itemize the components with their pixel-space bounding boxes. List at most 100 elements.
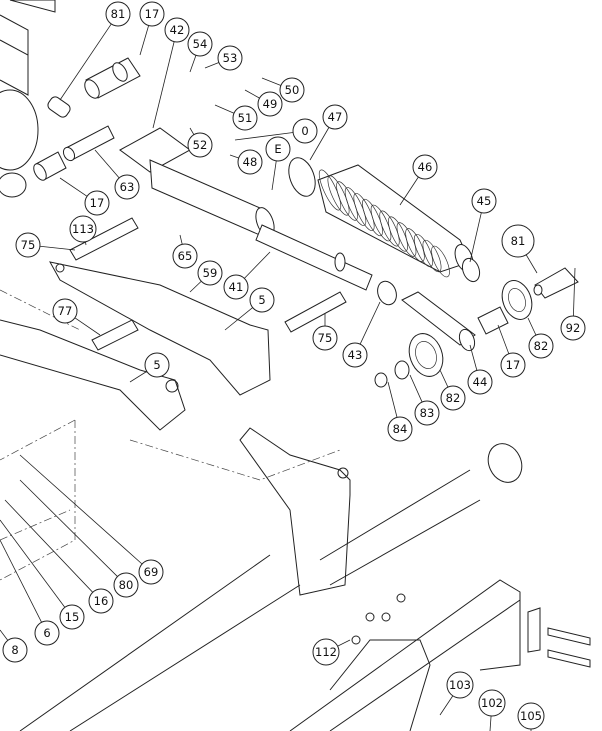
callout-circle <box>88 588 114 614</box>
callout-17: 17 <box>139 1 165 56</box>
hidden-line <box>129 439 341 481</box>
callout-label: 82 <box>534 339 549 353</box>
callout-circle <box>59 604 85 630</box>
callout-0: 0 <box>234 118 318 144</box>
callout-47: 47 <box>309 104 348 161</box>
callout-81: 81 <box>501 224 538 274</box>
callout-81: 81 <box>59 1 131 101</box>
callout-circle <box>387 416 413 442</box>
callout-82: 82 <box>527 317 554 359</box>
leader-line <box>0 539 42 623</box>
callout-105: 105 <box>517 702 545 731</box>
callout-50: 50 <box>261 77 305 103</box>
callout-label: 103 <box>449 678 471 692</box>
callout-circle <box>187 31 213 57</box>
leader-line <box>469 344 478 371</box>
callout-15: 15 <box>0 519 85 630</box>
callout-5: 5 <box>129 352 170 383</box>
leader-line <box>497 324 510 354</box>
callout-103: 103 <box>439 671 474 716</box>
callout-label: 47 <box>328 110 343 124</box>
callout-circle <box>279 77 305 103</box>
callout-label: 105 <box>520 709 542 723</box>
callout-label: 63 <box>120 180 135 194</box>
callout-label: 48 <box>243 155 258 169</box>
boot-rib <box>327 175 350 216</box>
leader-line <box>189 280 202 293</box>
nut-84 <box>374 372 388 388</box>
callout-circle <box>560 315 586 341</box>
callout-label: 51 <box>238 111 253 125</box>
callout-51: 51 <box>214 104 258 131</box>
callout-label: 69 <box>144 565 159 579</box>
callout-46: 46 <box>399 154 438 206</box>
callout-label: 0 <box>301 124 308 138</box>
leader-line <box>229 154 239 159</box>
callout-label: E <box>274 142 281 156</box>
callout-label: 54 <box>193 37 208 51</box>
callout-113: 113 <box>69 215 97 246</box>
callout-label: 83 <box>420 406 435 420</box>
nut-43 <box>377 280 397 306</box>
callout-circle <box>69 215 97 243</box>
pin-75-left <box>69 217 139 261</box>
leader-line <box>409 374 423 403</box>
callout-41: 41 <box>223 251 271 300</box>
pin-75-right <box>284 291 347 333</box>
callout-circle <box>414 400 440 426</box>
highlight-ring <box>501 224 535 258</box>
leader-line <box>189 127 195 135</box>
leader-line <box>336 639 351 647</box>
leader-line <box>214 104 235 114</box>
callout-circle <box>197 260 223 286</box>
boot-rib <box>388 216 408 252</box>
leader-line <box>189 55 197 73</box>
callout-circle <box>478 689 506 717</box>
callout-84: 84 <box>387 381 413 442</box>
callout-label: 5 <box>153 358 160 372</box>
callout-label: 112 <box>315 645 337 659</box>
boot-rib <box>370 204 392 242</box>
callout-circle <box>500 352 526 378</box>
callout-circle <box>15 232 41 258</box>
boot-rib <box>362 198 383 237</box>
callout-label: 92 <box>566 321 581 335</box>
leader-line <box>152 41 175 129</box>
callout-6: 6 <box>0 539 60 646</box>
leader-line <box>39 245 76 251</box>
leader-line <box>387 381 398 418</box>
callout-circle <box>105 1 131 27</box>
boot-rib <box>431 245 450 278</box>
callout-label: 17 <box>145 7 160 21</box>
callout-circle <box>265 136 291 162</box>
callout-102: 102 <box>478 689 506 731</box>
callout-circle <box>232 105 258 131</box>
callout-circle <box>471 188 497 214</box>
callout-label: 15 <box>65 610 80 624</box>
callout-label: 49 <box>263 97 278 111</box>
leader-line <box>244 251 271 279</box>
callout-label: 16 <box>94 594 109 608</box>
callout-label: 75 <box>318 331 333 345</box>
leader-line <box>309 127 330 161</box>
clamp-47 <box>288 157 316 197</box>
leader-line <box>359 301 381 345</box>
callout-circle <box>2 637 28 663</box>
callout-circle <box>249 287 275 313</box>
callout-circle <box>412 154 438 180</box>
callout-circle <box>322 104 348 130</box>
callout-label: 82 <box>446 391 461 405</box>
leader-line <box>59 23 112 101</box>
callout-label: 6 <box>43 626 50 640</box>
callout-circle <box>138 559 164 585</box>
callout-label: 53 <box>223 51 238 65</box>
callout-label: 81 <box>511 234 526 248</box>
callout-label: 81 <box>111 7 126 21</box>
washer-83 <box>394 360 410 380</box>
callout-E: E <box>265 136 291 191</box>
leader-line <box>244 89 260 99</box>
callout-label: 102 <box>481 696 503 710</box>
callout-label: 5 <box>258 293 265 307</box>
callout-circle <box>517 702 545 730</box>
leader-line <box>139 25 150 56</box>
